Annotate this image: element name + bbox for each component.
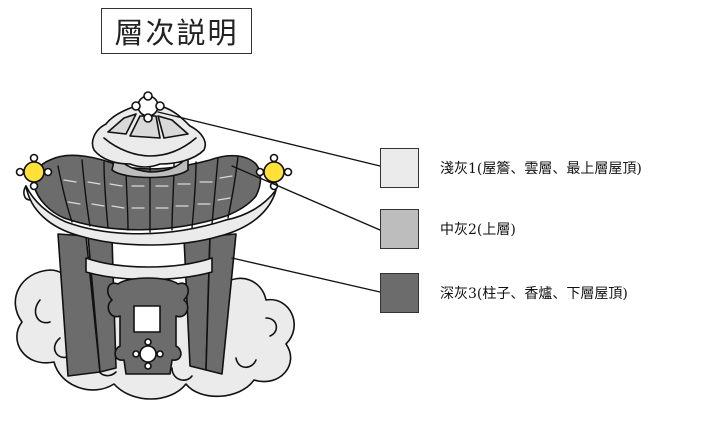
legend-label-3: 深灰3(柱子、香爐、下層屋頂) <box>440 286 628 302</box>
legend-swatch-1 <box>380 148 419 188</box>
callout-lines <box>157 111 381 293</box>
lower-roof <box>33 154 262 233</box>
eave-scroll-left <box>23 185 31 201</box>
callout-line-1 <box>157 111 381 167</box>
legend-label-1: 淺灰1(屋簷、雲層、最上層屋頂) <box>440 161 642 177</box>
incense-burner <box>106 277 190 375</box>
pearl-left-icon <box>15 153 53 191</box>
lower-eave <box>25 185 277 246</box>
pearl-top-icon <box>131 91 165 123</box>
title-box: 層次説明 <box>101 8 252 54</box>
legend-label-2: 中灰2(上層) <box>440 222 516 238</box>
pearl-right-icon <box>255 153 293 191</box>
center-beam <box>85 257 213 281</box>
top-roof <box>91 103 206 168</box>
legend-swatch-2 <box>380 209 419 249</box>
legend-swatch-3 <box>380 273 419 313</box>
callout-line-3 <box>231 257 381 293</box>
diagram-title: 層次説明 <box>114 16 239 50</box>
pearl-bottom-icon <box>132 338 164 370</box>
callout-line-2 <box>231 165 381 231</box>
